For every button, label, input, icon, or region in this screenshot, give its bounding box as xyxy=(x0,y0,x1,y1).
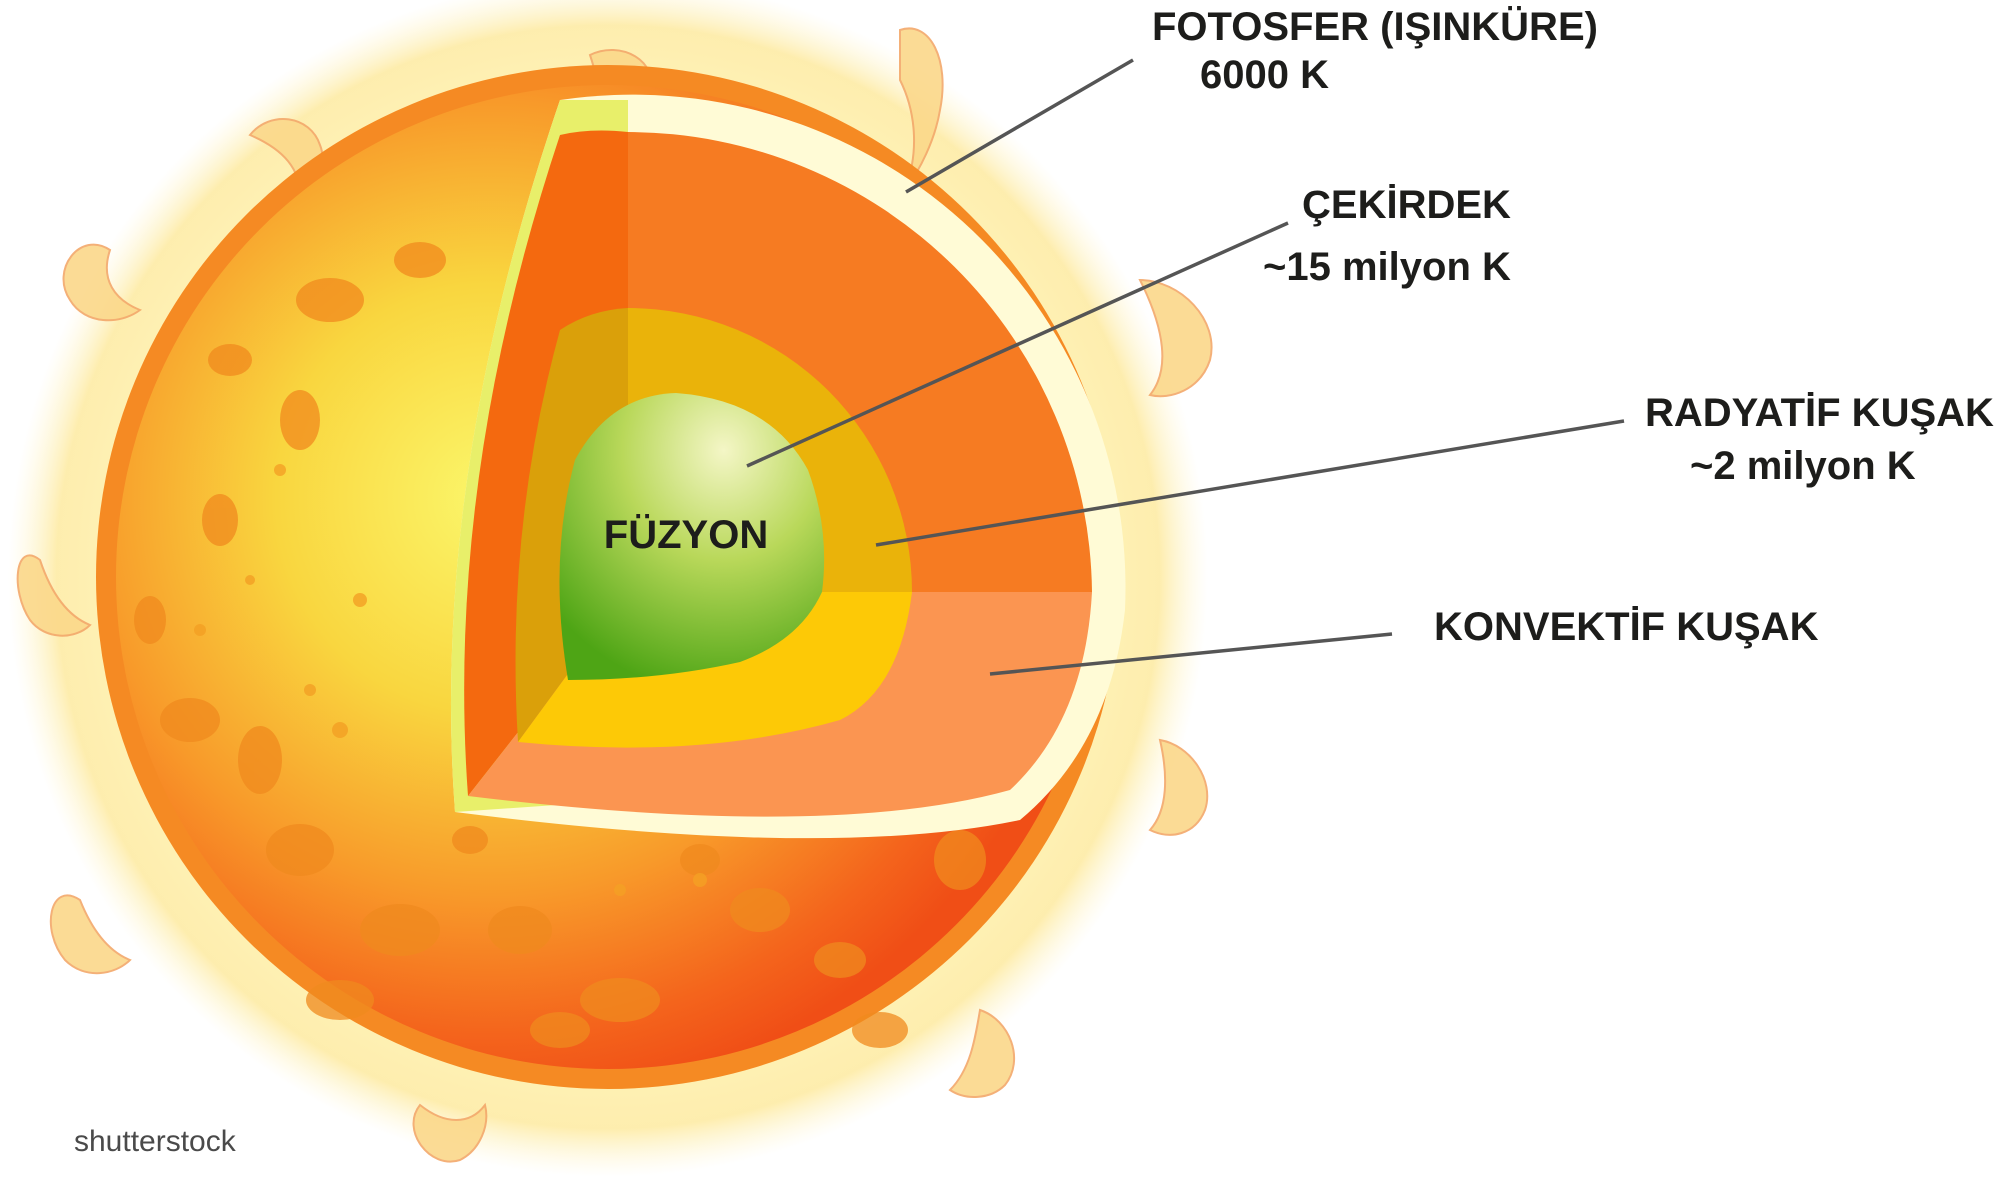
label-core-temp: ~15 milyon K xyxy=(1263,245,1511,289)
label-photosphere-temp: 6000 K xyxy=(1200,53,1329,97)
label-fusion: FÜZYON xyxy=(604,512,768,557)
leader-core xyxy=(746,221,1289,468)
leader-photosphere xyxy=(905,58,1134,194)
label-convective-title: KONVEKTİF KUŞAK xyxy=(1434,605,1819,649)
watermark: shutterstock xyxy=(74,1125,237,1158)
label-radiative-title: RADYATİF KUŞAK xyxy=(1645,391,1994,435)
surface-specks xyxy=(194,464,707,896)
surface-granules xyxy=(134,242,986,1048)
leader-radiative xyxy=(875,419,1625,547)
label-photosphere-title: FOTOSFER (IŞINKÜRE) xyxy=(1152,4,1598,49)
core xyxy=(559,393,825,680)
label-radiative-temp: ~2 milyon K xyxy=(1690,444,1916,488)
leader-convective xyxy=(989,632,1393,676)
label-core-title: ÇEKİRDEK xyxy=(1302,183,1511,227)
